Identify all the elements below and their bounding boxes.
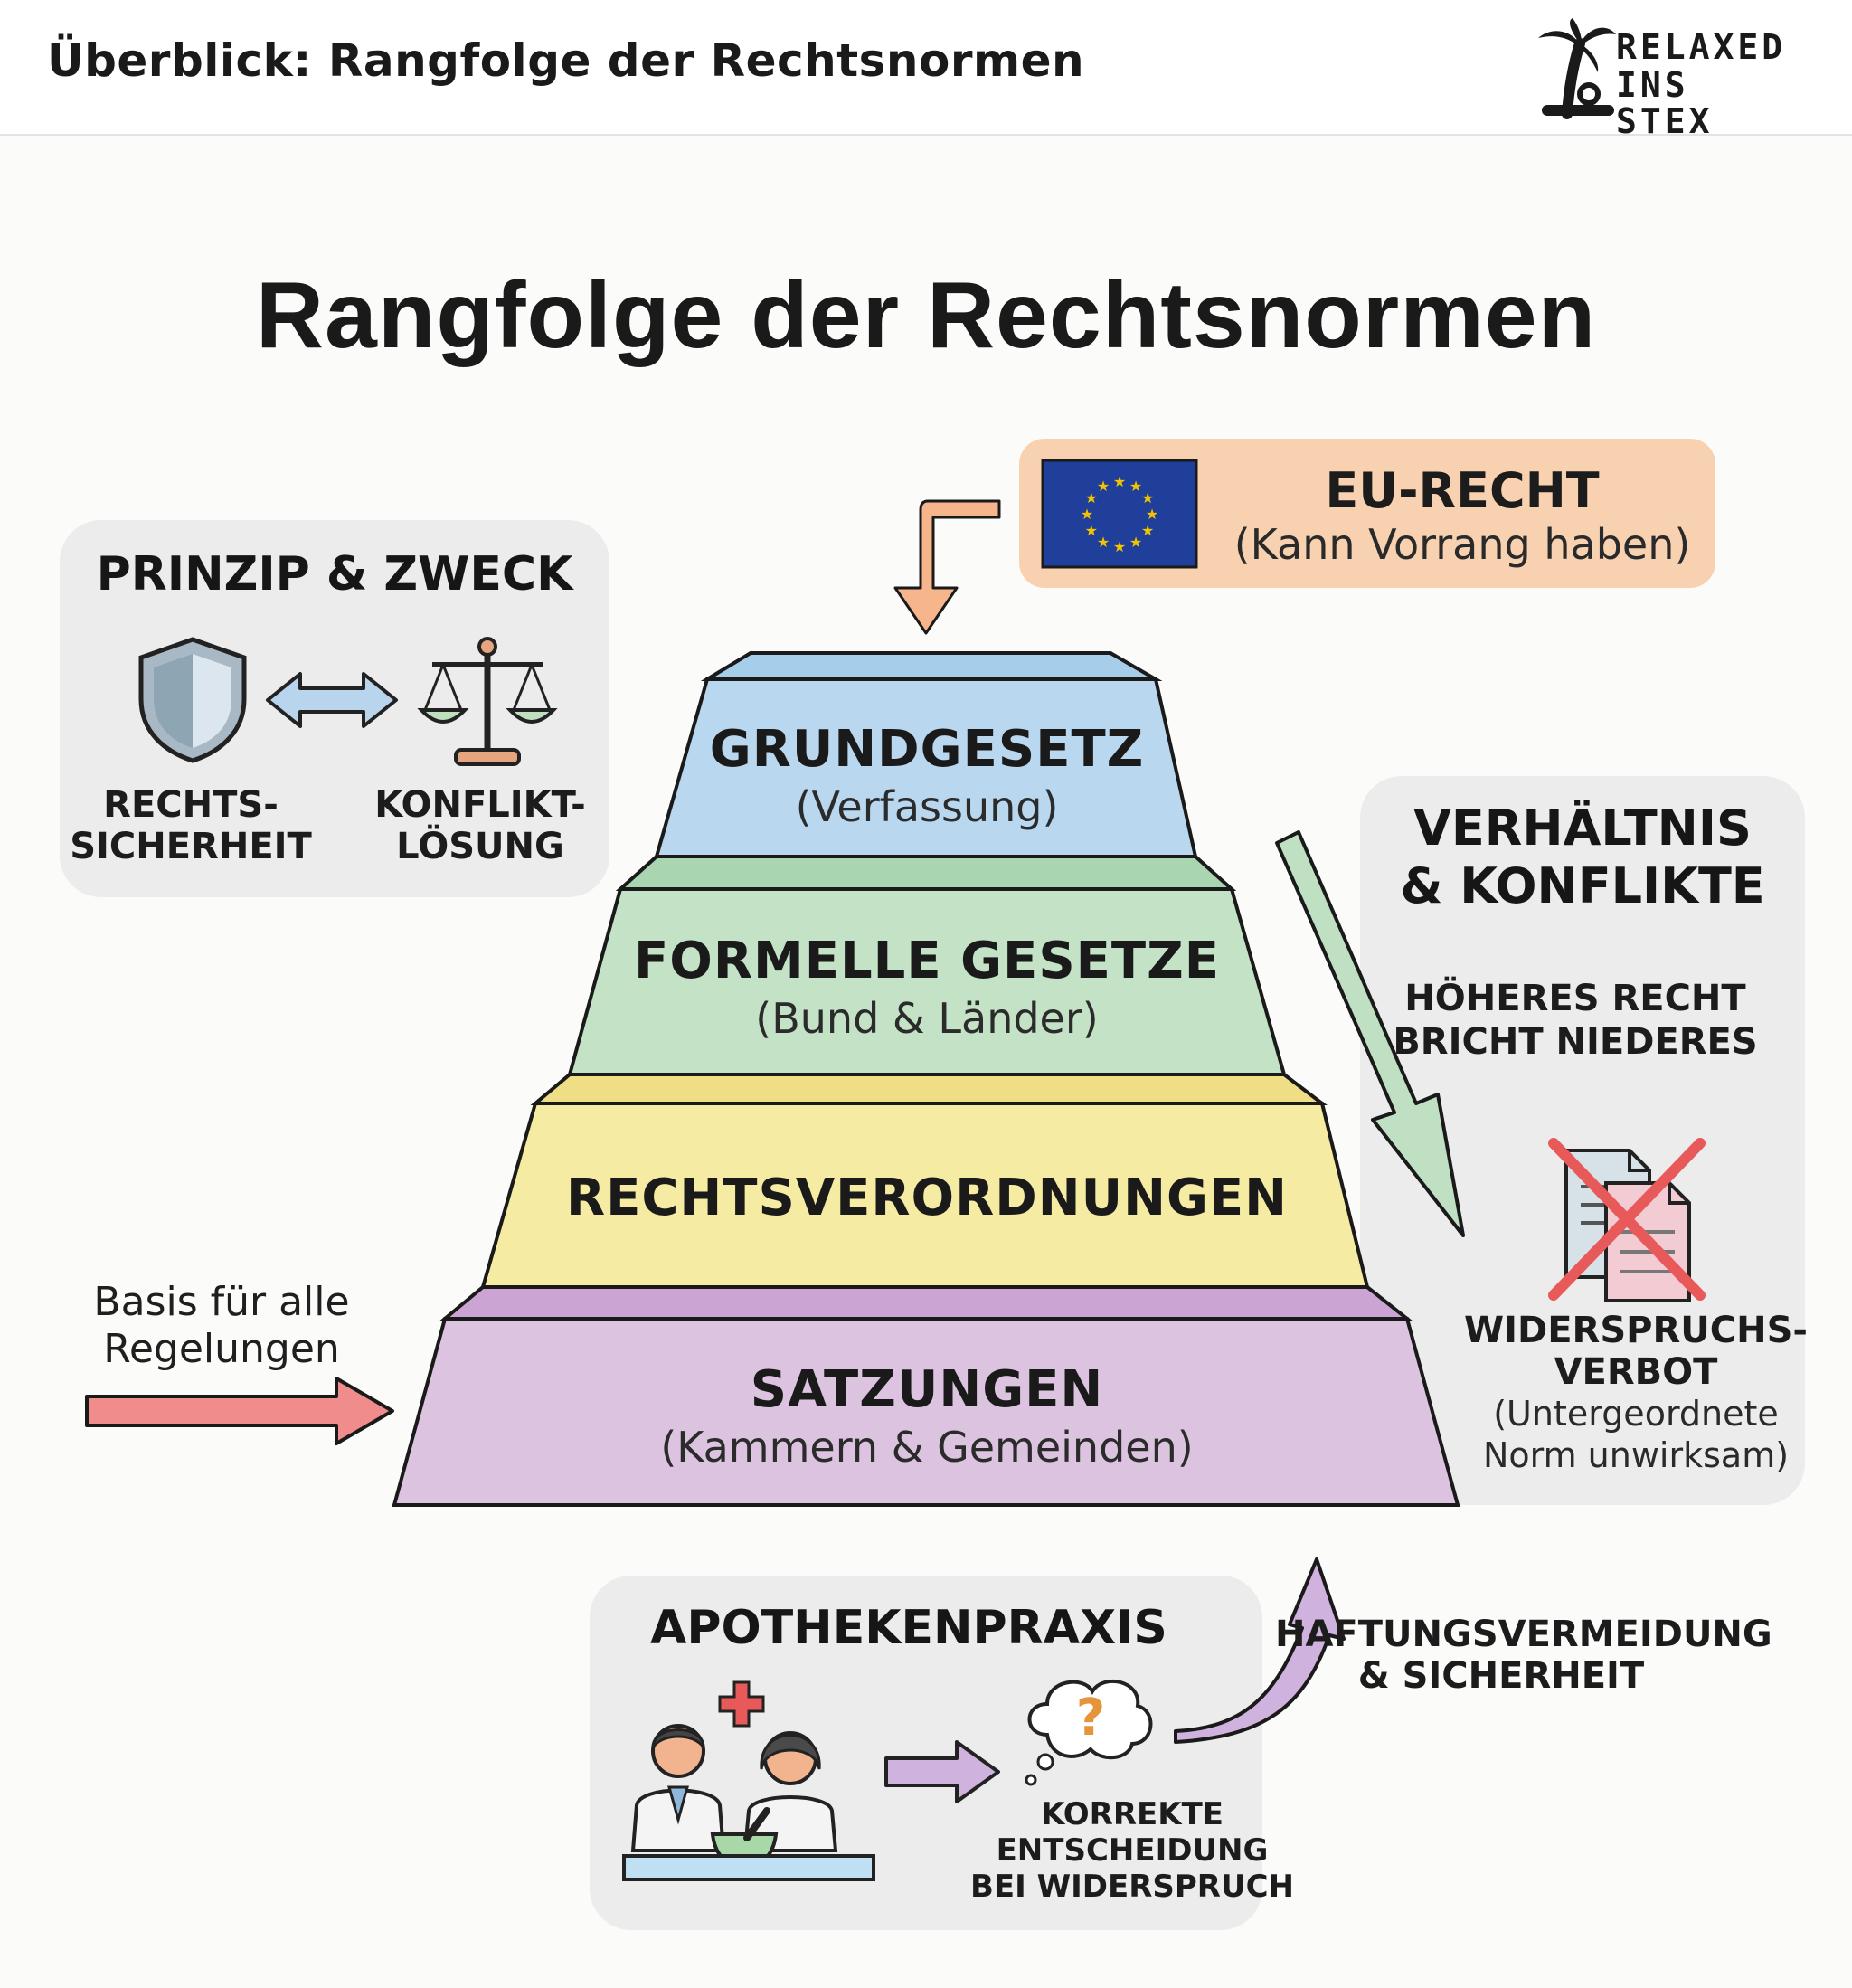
double-arrow-icon [266,672,398,728]
eu-star-icon: ★ [1141,489,1154,506]
basis-line-2: Regelungen [103,1326,340,1372]
layer-1-title: GRUNDGESETZ [709,720,1145,779]
higher-law-rule: HÖHERES RECHT BRICHT NIEDERES [1360,977,1791,1064]
pyramid-layer-satzungen [392,1285,1460,1507]
logo-line-1: RELAXED [1616,27,1787,67]
eu-star-icon: ★ [1113,538,1126,555]
liability-line-2: & SICHERHEIT [1357,1655,1645,1697]
principle-panel: PRINZIP & ZWECK RECHTS- SICHERHEIT KONFL… [60,520,609,897]
contradiction-ban-line-2: VERBOT [1554,1351,1718,1393]
pyramid-layer-formelle-gesetze [567,855,1287,1076]
layer-3-text: RECHTSVERORDNUNGEN [389,1169,1465,1227]
relation-title-line-2: & KONFLIKTE [1400,857,1765,914]
eu-law-panel: ★★★★★★★★★★★★ EU-RECHT (Kann Vorrang habe… [1019,439,1715,588]
eu-flag-icon: ★★★★★★★★★★★★ [1041,459,1198,569]
main-title: Rangfolge der Rechtsnormen [255,263,1597,368]
eu-star-icon: ★ [1097,478,1110,495]
legal-certainty-line-1: RECHTS- [103,784,279,826]
contradiction-ban-note: (Untergeordnete Norm unwirksam) [1432,1393,1839,1476]
eu-star-icon: ★ [1141,522,1154,539]
relation-panel: VERHÄLTNIS & KONFLIKTE HÖHERES RECHT BRI… [1360,776,1808,1505]
shield-icon [138,637,247,763]
contradiction-ban-line-1: WIDERSPRUCHS- [1464,1310,1808,1351]
logo-line-2: INS STEX [1616,65,1714,141]
correct-decision-label: KORREKTE ENTSCHEIDUNG BEI WIDERSPRUCH [924,1796,1340,1905]
layer-4-title: SATZUNGEN [750,1360,1104,1419]
legal-certainty-line-2: SICHERHEIT [70,826,312,867]
eu-priority-arrow [893,499,1001,635]
relation-title-line-1: VERHÄLTNIS [1413,800,1752,857]
pharmacy-practice-title: APOTHEKENPRAXIS [650,1601,1167,1655]
brand-logo[interactable]: RELAXED INS STEX [1533,16,1804,139]
layer-1-text: GRUNDGESETZ (Verfassung) [389,720,1465,831]
eu-star-icon: ★ [1129,478,1142,495]
thought-bubble-icon: ? [1025,1679,1153,1786]
correct-decision-line-3: BEI WIDERSPRUCH [969,1869,1294,1905]
relation-title: VERHÄLTNIS & KONFLIKTE [1360,800,1805,915]
correct-decision-line-1: KORREKTE [1040,1796,1224,1832]
layer-2-title: FORMELLE GESETZE [634,932,1220,990]
legal-certainty-label: RECHTS- SICHERHEIT [60,784,322,867]
conflict-resolution-line-1: KONFLIKT- [374,784,586,826]
palm-tree-icon [1538,18,1616,119]
hierarchy-arrow [1275,830,1465,1237]
contradiction-ban-label: WIDERSPRUCHS- VERBOT [1432,1310,1839,1393]
higher-law-rule-line-1: HÖHERES RECHT [1404,978,1746,1019]
conflict-resolution-line-2: LÖSUNG [396,826,564,867]
basis-line-1: Basis für alle [93,1279,350,1325]
eu-law-subtitle: (Kann Vorrang haben) [1233,520,1691,569]
invalid-document-icon [1548,1138,1706,1302]
principle-title: PRINZIP & ZWECK [96,547,573,601]
eu-star-icon: ★ [1113,473,1126,490]
layer-4-text: SATZUNGEN (Kammern & Gemeinden) [389,1360,1465,1472]
liability-arrow [1174,1557,1346,1744]
pyramid-layer-rechtsverordnungen [480,1073,1370,1289]
higher-law-rule-line-2: BRICHT NIEDERES [1393,1021,1758,1063]
scales-icon [417,637,558,766]
layer-4-subtitle: (Kammern & Gemeinden) [660,1423,1194,1472]
liability-label: HAFTUNGSVERMEIDUNG & SICHERHEIT [1275,1614,1772,1697]
practice-arrow [884,1740,1000,1803]
eu-star-icon: ★ [1085,489,1098,506]
basis-label: Basis für alle Regelungen [72,1279,371,1373]
header-title: Überblick: Rangfolge der Rechtsnormen [47,34,1085,87]
contradiction-ban-note-line-2: Norm unwirksam) [1482,1435,1790,1475]
eu-star-icon: ★ [1085,522,1098,539]
eu-star-icon: ★ [1146,506,1158,523]
layer-3-title: RECHTSVERORDNUNGEN [565,1169,1289,1227]
conflict-resolution-label: KONFLIKT- LÖSUNG [349,784,611,867]
svg-text:?: ? [1076,1689,1105,1747]
eu-law-title: EU-RECHT [1325,462,1600,519]
pharmacy-practice-panel: APOTHEKENPRAXIS ? KORREKTE ENTSCHEIDUNG … [590,1576,1294,1930]
layer-1-subtitle: (Verfassung) [795,782,1059,831]
eu-star-icon: ★ [1129,534,1142,551]
eu-star-icon: ★ [1097,534,1110,551]
liability-line-1: HAFTUNGSVERMEIDUNG [1275,1614,1772,1655]
eu-star-icon: ★ [1081,506,1093,523]
header-bar: Überblick: Rangfolge der Rechtsnormen RE… [0,0,1852,139]
pharmacists-icon [622,1680,875,1881]
basis-arrow [85,1377,394,1445]
layer-2-subtitle: (Bund & Länder) [755,994,1099,1043]
correct-decision-line-2: ENTSCHEIDUNG [996,1832,1269,1869]
layer-2-text: FORMELLE GESETZE (Bund & Länder) [389,932,1465,1043]
contradiction-ban-note-line-1: (Untergeordnete [1493,1394,1779,1434]
